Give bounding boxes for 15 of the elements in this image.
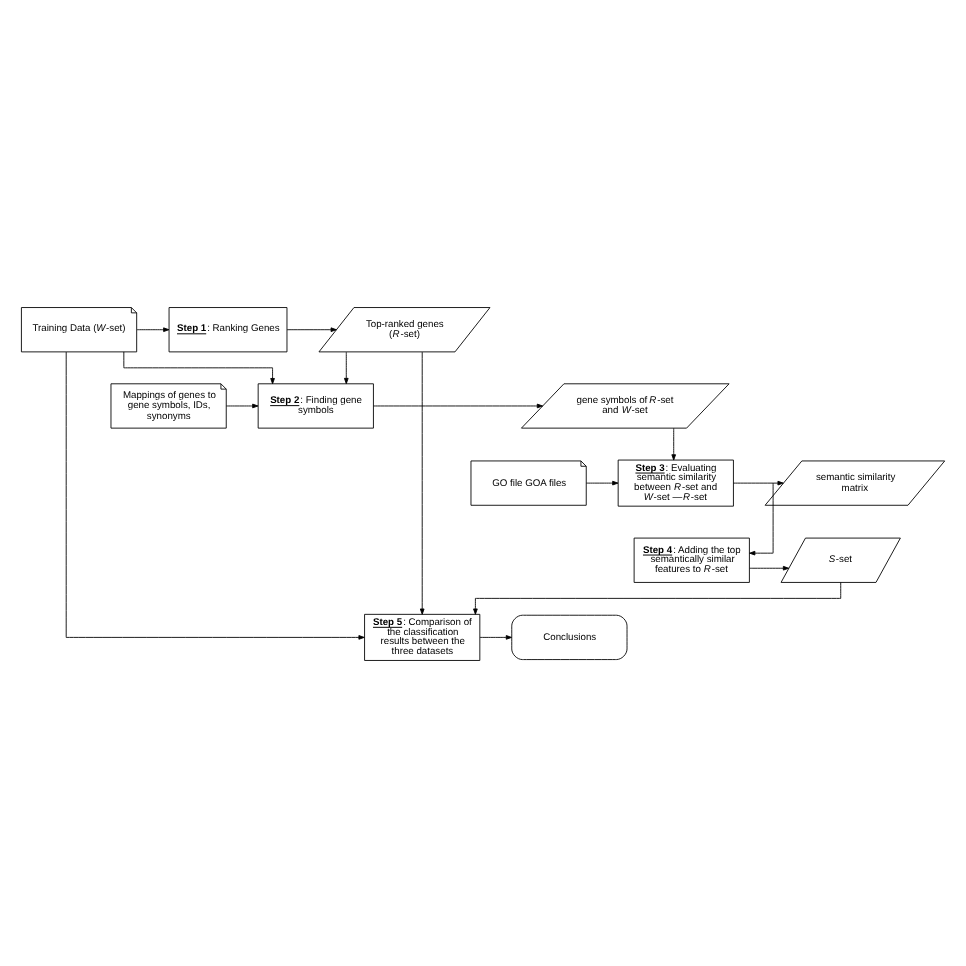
arrow [419, 350, 425, 614]
arrow [479, 634, 512, 639]
arrow [225, 402, 259, 408]
arrow [344, 350, 349, 384]
arrow [65, 350, 365, 639]
arrow [373, 402, 544, 408]
arrow [473, 581, 842, 614]
arrow [585, 479, 619, 485]
arrow [733, 479, 784, 485]
arrow [123, 350, 275, 384]
arrow [749, 481, 774, 555]
arrow [136, 326, 170, 332]
arrow [286, 326, 337, 332]
arrow [671, 426, 677, 460]
arrow [749, 564, 790, 570]
